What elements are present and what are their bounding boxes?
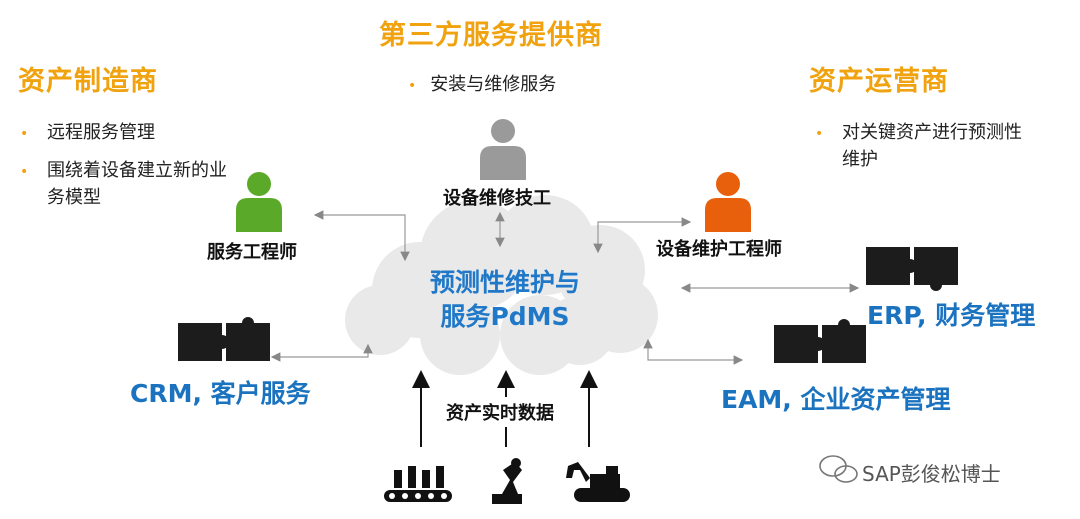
robot-arm-icon: [492, 458, 522, 504]
service-engineer-person-icon: [236, 172, 282, 232]
cloud-shape: [345, 195, 658, 375]
center-label-line1: 预测性维护与: [429, 268, 580, 297]
wechat-icon: [819, 455, 858, 483]
maintenance-engineer-label: 设备维护工程师: [656, 239, 782, 260]
technician-label: 设备维修技工: [443, 188, 551, 209]
crm-label: CRM, 客户服务: [130, 379, 311, 408]
service-engineer-label: 服务工程师: [207, 242, 297, 263]
third-party-bullet: •安装与维修服务: [408, 74, 557, 95]
watermark-text: SAP彭俊松博士: [862, 462, 1001, 486]
erp-label: ERP, 财务管理: [867, 301, 1036, 330]
connector-crm-cloud: [270, 343, 373, 362]
connector-maintenance-cloud: [593, 217, 692, 254]
technician-person-icon: [480, 119, 526, 180]
center-label: 预测性维护与 服务PdMS: [400, 266, 610, 334]
manufacturer-bullet-1: •远程服务管理: [20, 122, 155, 143]
connector-service-cloud: [313, 210, 410, 262]
crm-puzzle-icon: [178, 317, 270, 361]
realtime-data-label: 资产实时数据: [442, 397, 558, 427]
maintenance-engineer-person-icon: [705, 172, 751, 232]
conveyor-bottles-icon: [384, 466, 452, 502]
third-party-title: 第三方服务提供商: [379, 20, 603, 51]
erp-puzzle-icon: [866, 247, 958, 291]
manufacturer-title: 资产制造商: [18, 66, 158, 97]
eam-label: EAM, 企业资产管理: [721, 385, 951, 414]
connector-eam-cloud: [643, 338, 744, 365]
operator-bullet: •对关键资产进行预测性维护: [815, 122, 1022, 170]
excavator-icon: [566, 462, 630, 502]
eam-puzzle-icon: [774, 319, 866, 363]
operator-title: 资产运营商: [809, 66, 949, 97]
center-label-line2: 服务PdMS: [440, 302, 570, 331]
manufacturer-bullet-2: •围绕着设备建立新的业务模型: [20, 160, 227, 208]
